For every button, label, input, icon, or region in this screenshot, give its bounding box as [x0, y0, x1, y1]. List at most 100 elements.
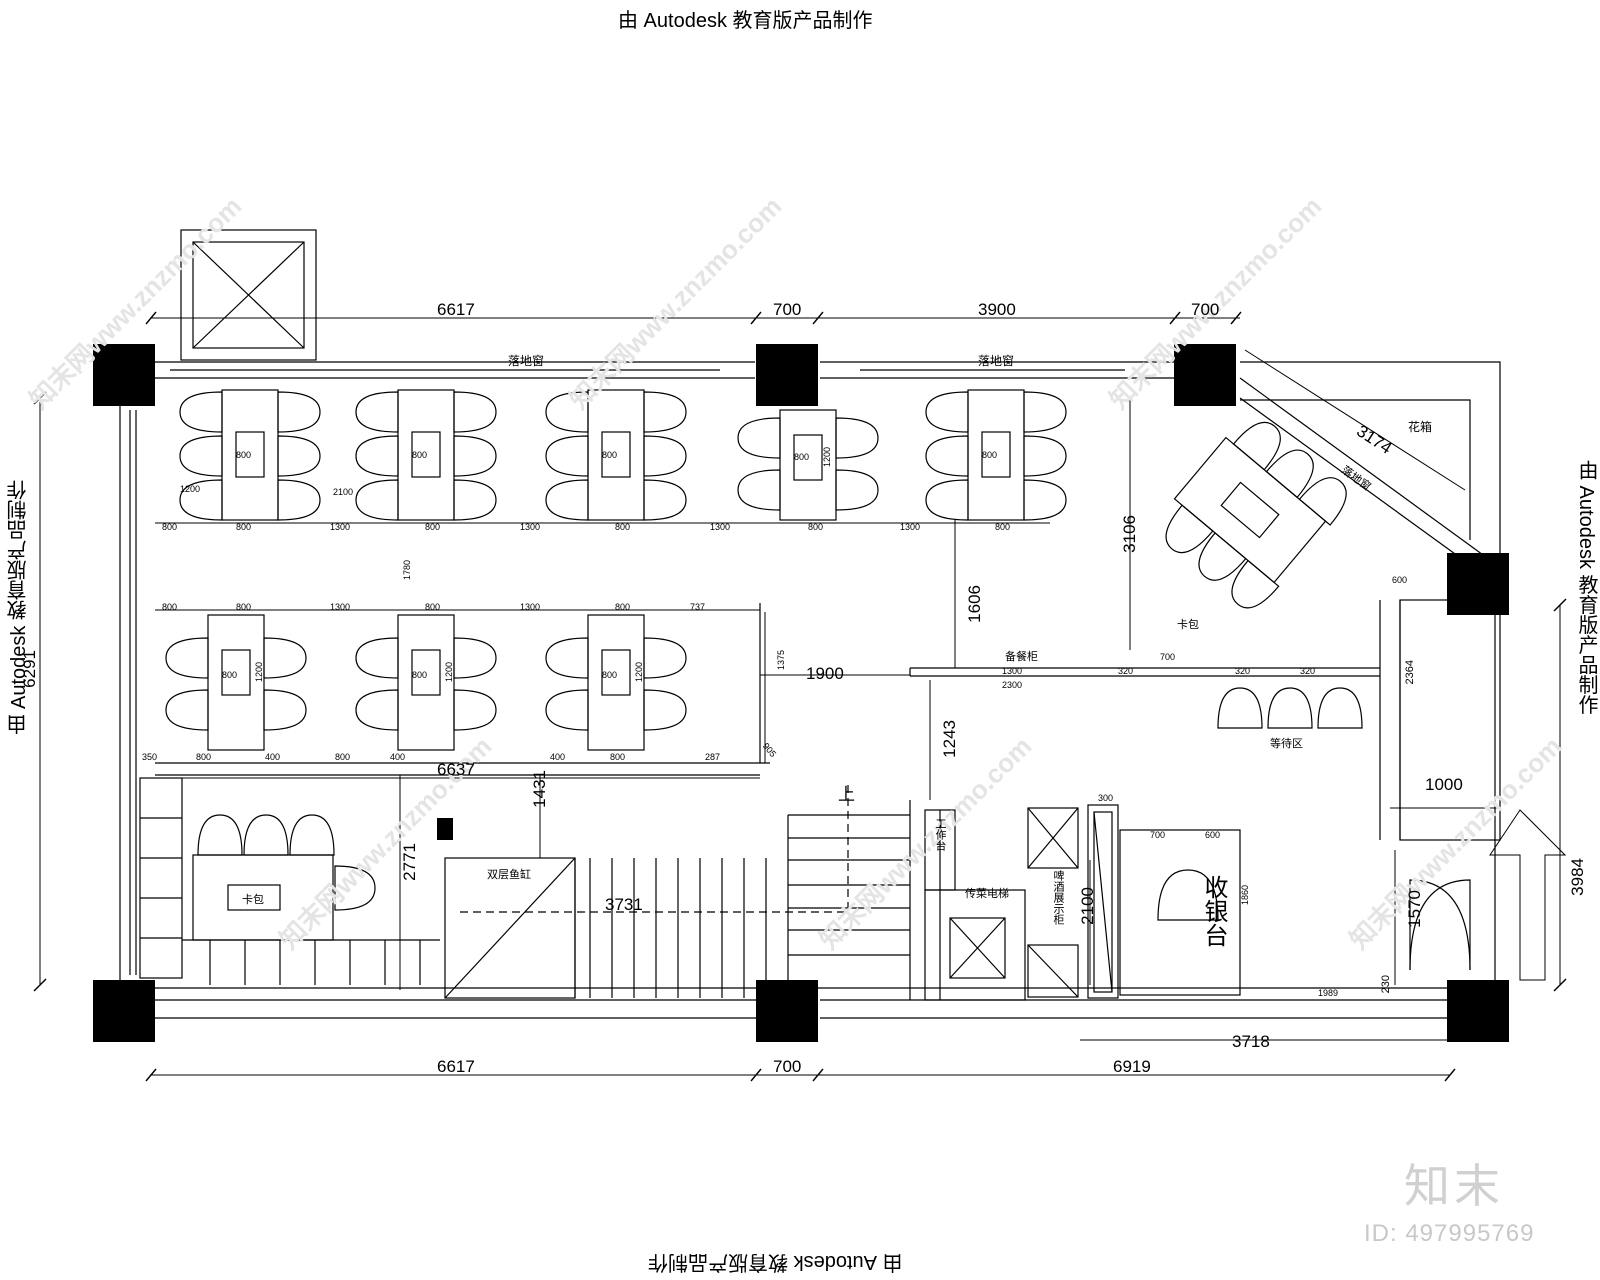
dim-top-6617: 6617: [437, 300, 475, 319]
row1-dim: 800: [995, 522, 1011, 532]
dim-300: 300: [1098, 793, 1114, 803]
dim-top-700: 700: [773, 300, 802, 319]
chair: [165, 637, 209, 679]
chair: [643, 479, 687, 521]
dim-1989: 1989: [1318, 988, 1339, 998]
chair: [643, 689, 687, 731]
row1-dim: 1300: [520, 522, 541, 532]
row2-bottom-dim: 350: [142, 752, 158, 762]
chair: [179, 479, 223, 521]
row1-dim: 800: [808, 522, 824, 532]
table-label: 800: [236, 450, 252, 460]
dim-6637: 6637: [437, 760, 475, 779]
chair: [737, 469, 781, 511]
dim-1860: 1860: [1240, 885, 1250, 906]
chair: [925, 479, 969, 521]
table-label: 800: [222, 670, 238, 680]
label-fish-tank: 双层鱼缸: [487, 869, 531, 881]
row2-dim: 800: [236, 602, 252, 612]
row2-bottom-dim: 287: [705, 752, 721, 762]
chair: [355, 391, 399, 433]
table-label: 800: [602, 450, 618, 460]
stamp-top: 由 Autodesk 教育版产品制作: [618, 10, 873, 32]
chair: [545, 479, 589, 521]
chair: [1023, 435, 1067, 477]
row2-dim: 800: [615, 602, 631, 612]
row2-bottom-dim: 400: [550, 752, 566, 762]
chair: [453, 689, 497, 731]
row2-bottom-dim: 400: [265, 752, 281, 762]
dim-2771: 2771: [400, 843, 419, 881]
dim-600a: 600: [1205, 830, 1221, 840]
dim-320b: 320: [1235, 666, 1251, 676]
chair: [545, 637, 589, 679]
chair: [643, 391, 687, 433]
dim-1000: 1000: [1425, 775, 1463, 794]
table-label: 800: [982, 450, 998, 460]
chair: [1023, 391, 1067, 433]
dim-bottom-6617: 6617: [437, 1057, 475, 1076]
dim-1300: 1300: [1002, 666, 1023, 676]
row1-dim: 800: [236, 522, 252, 532]
row2-dim: 1300: [330, 602, 351, 612]
dim-bottom-700: 700: [773, 1057, 802, 1076]
chair: [545, 391, 589, 433]
dim-700b: 700: [1160, 652, 1176, 662]
row2-bottom-dim: 800: [610, 752, 626, 762]
stair-treads: [589, 814, 910, 998]
stamp-left: 由 Autodesk 教育版产品制作: [8, 480, 30, 735]
chair: [643, 637, 687, 679]
row2-dim: 800: [425, 602, 441, 612]
stamp-right: 由 Autodesk 教育版产品制作: [1575, 460, 1597, 715]
elevator-shaft-top: [180, 229, 317, 361]
chair: [453, 479, 497, 521]
row1-dim: 1300: [330, 522, 351, 532]
row1-dim: 1300: [900, 522, 921, 532]
structural-columns: [93, 344, 1509, 1042]
dim-top-3900: 3900: [978, 300, 1016, 319]
row2-dim: 737: [690, 602, 706, 612]
chair: [453, 391, 497, 433]
label-window-right: 落地窗: [978, 354, 1015, 368]
row1-dim: 1300: [710, 522, 731, 532]
dining-row-1: [221, 389, 1025, 521]
table-label: 800: [602, 670, 618, 680]
chair: [835, 469, 879, 511]
table-label: 800: [794, 452, 810, 462]
dim-320c: 320: [1300, 666, 1316, 676]
chair: [453, 435, 497, 477]
dining-row-2: [207, 614, 645, 751]
watermark-logo: 知末: [1404, 1159, 1504, 1213]
row1-dim: 800: [615, 522, 631, 532]
dim-320a: 320: [1118, 666, 1134, 676]
label-waiting: 等待区: [1270, 738, 1303, 750]
chair: [277, 391, 321, 433]
dining-chairs-row-1: [179, 391, 1067, 521]
dim-1200a: 1200: [180, 484, 201, 494]
dining-chairs-row-2: [165, 637, 687, 731]
label-cashier: 收银台: [1200, 875, 1227, 947]
chair: [925, 435, 969, 477]
chair: [179, 435, 223, 477]
label-window-left: 落地窗: [508, 354, 545, 368]
row2-bottom-dim: 400: [390, 752, 406, 762]
label-planter: 花箱: [1408, 420, 1433, 434]
dimension-ticks: [33, 311, 1567, 1082]
label-cabinet: 备餐柜: [1005, 651, 1038, 663]
watermark-id: ID: 497995769: [1364, 1220, 1535, 1247]
table-length: 1200: [634, 662, 644, 683]
dim-2100b: 2100: [333, 487, 354, 497]
chair: [545, 689, 589, 731]
dim-3106: 3106: [1120, 515, 1139, 553]
chair: [643, 435, 687, 477]
label-up: 上: [838, 785, 855, 804]
dim-1780: 1780: [402, 560, 412, 581]
dim-top-700b: 700: [1191, 300, 1220, 319]
label-food-lift: 传菜电梯: [965, 888, 1009, 900]
table-label: 800: [412, 450, 428, 460]
chair: [277, 479, 321, 521]
chair: [165, 689, 209, 731]
chair: [737, 417, 781, 459]
label-booth-lower: 卡包: [242, 894, 264, 906]
